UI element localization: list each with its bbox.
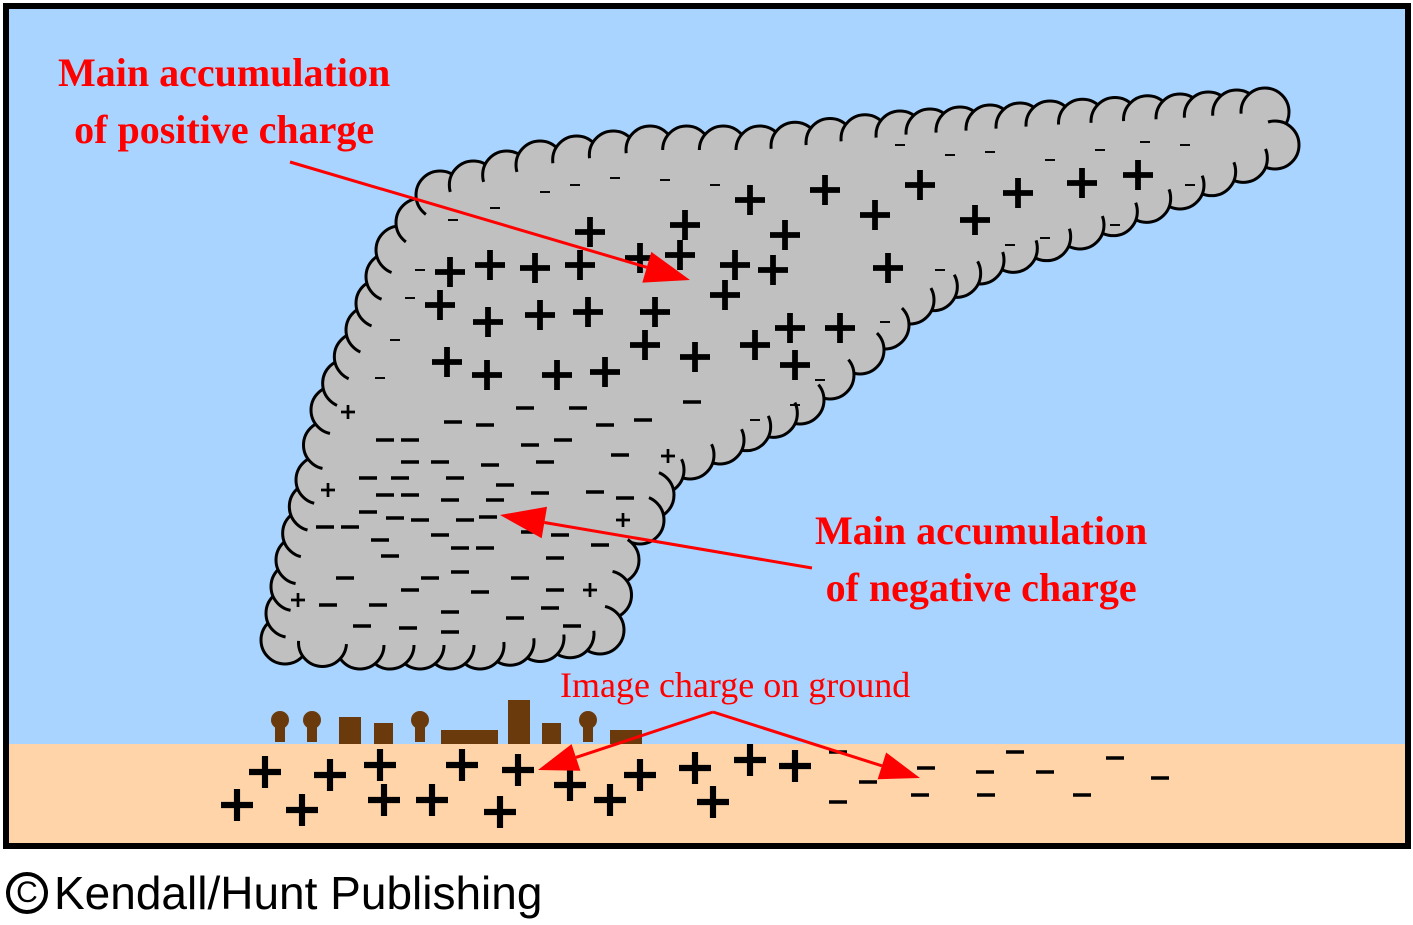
label-line: Main accumulation xyxy=(815,508,1148,553)
plus-sign xyxy=(475,250,505,280)
building xyxy=(441,730,498,744)
plus-sign xyxy=(616,513,630,527)
plus-sign xyxy=(1067,168,1097,198)
negative-charge-label: Main accumulation of negative charge xyxy=(815,502,1147,616)
image-charge-label: Image charge on ground xyxy=(560,665,911,705)
plus-sign xyxy=(435,257,465,287)
plus-sign xyxy=(640,297,670,327)
plus-sign xyxy=(740,330,770,360)
plus-sign xyxy=(860,200,890,230)
arrow-line xyxy=(544,521,813,570)
plus-sign xyxy=(286,794,318,826)
plus-sign xyxy=(710,280,740,310)
tree-trunk xyxy=(415,722,425,742)
arrow-head xyxy=(877,752,920,780)
arrow-line xyxy=(575,710,714,759)
plus-sign xyxy=(364,749,396,781)
plus-sign xyxy=(221,789,253,821)
plus-sign xyxy=(291,593,305,607)
arrow-line xyxy=(712,710,883,768)
plus-sign xyxy=(314,759,346,791)
building xyxy=(508,700,530,744)
plus-sign xyxy=(573,297,603,327)
plus-sign xyxy=(960,205,990,235)
plus-sign xyxy=(825,313,855,343)
building xyxy=(610,730,642,744)
building xyxy=(339,717,361,744)
plus-sign xyxy=(720,250,750,280)
buildings xyxy=(271,700,642,744)
plus-sign xyxy=(758,255,788,285)
plus-sign xyxy=(594,784,626,816)
plus-sign xyxy=(575,217,605,247)
plus-sign xyxy=(341,405,355,419)
plus-sign xyxy=(502,754,534,786)
arrow-head xyxy=(642,251,690,283)
plus-sign xyxy=(873,253,903,283)
plus-sign xyxy=(661,449,675,463)
plus-sign xyxy=(525,300,555,330)
plus-sign xyxy=(583,583,597,597)
plus-sign xyxy=(697,786,729,818)
plus-sign xyxy=(905,170,935,200)
plus-sign xyxy=(1123,160,1153,190)
positive-charge-label: Main accumulation of positive charge xyxy=(58,44,390,158)
plus-sign xyxy=(624,759,656,791)
plus-sign xyxy=(734,744,766,776)
label-line: Main accumulation xyxy=(58,50,391,95)
plus-sign xyxy=(416,784,448,816)
tree-trunk xyxy=(275,722,285,742)
plus-sign xyxy=(446,749,478,781)
building xyxy=(374,723,393,744)
plus-sign xyxy=(1003,178,1033,208)
plus-sign xyxy=(321,483,335,497)
arrow-head xyxy=(538,744,581,771)
building xyxy=(542,723,561,744)
plus-sign xyxy=(670,210,700,240)
plus-sign xyxy=(680,342,710,372)
plus-sign xyxy=(368,784,400,816)
plus-sign xyxy=(542,360,572,390)
copyright-text: Kendall/Hunt Publishing xyxy=(54,867,543,919)
plus-sign xyxy=(472,360,502,390)
plus-sign xyxy=(473,307,503,337)
charges xyxy=(221,141,1195,828)
label-line: of negative charge xyxy=(825,565,1137,610)
plus-sign xyxy=(249,756,281,788)
label-line: of positive charge xyxy=(74,107,375,152)
plus-sign xyxy=(432,347,462,377)
plus-sign xyxy=(554,769,586,801)
plus-sign xyxy=(484,796,516,828)
ground xyxy=(6,744,1408,846)
plus-sign xyxy=(520,253,550,283)
plus-sign xyxy=(780,350,810,380)
plus-sign xyxy=(770,220,800,250)
plus-sign xyxy=(425,290,455,320)
frame xyxy=(3,3,1411,849)
tree-trunk xyxy=(307,722,317,742)
plus-sign xyxy=(775,313,805,343)
plus-sign xyxy=(665,240,695,270)
plus-sign xyxy=(630,330,660,360)
copyright: C Kendall/Hunt Publishing xyxy=(6,866,542,920)
arrows xyxy=(289,160,920,780)
copyright-icon: C xyxy=(6,872,48,914)
plus-sign xyxy=(810,175,840,205)
plus-sign xyxy=(679,752,711,784)
plus-sign xyxy=(779,750,811,782)
plus-sign xyxy=(565,250,595,280)
tree-trunk xyxy=(583,722,593,742)
plus-sign xyxy=(590,357,620,387)
arrow-head xyxy=(500,506,548,539)
plus-sign xyxy=(735,185,765,215)
arrow-line xyxy=(289,160,648,269)
